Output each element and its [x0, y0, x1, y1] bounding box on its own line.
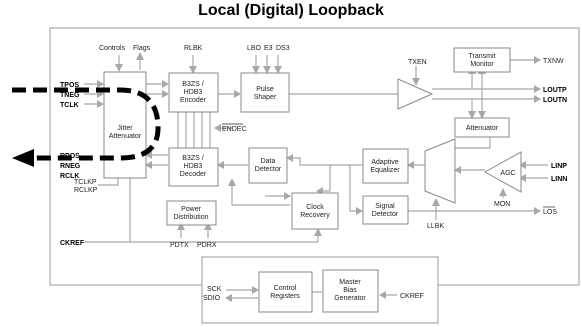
rclkp-label: RCLKP	[74, 187, 98, 194]
control-registers-block	[258, 271, 313, 313]
line-driver-amplifier	[397, 78, 434, 110]
attenuator-block	[454, 117, 510, 138]
data-detector-block	[248, 147, 288, 184]
pdtx-label: PDTX	[170, 242, 189, 249]
agc-amplifier	[483, 151, 522, 193]
linn-label: LINN	[551, 176, 567, 183]
txnw-label: TXNW	[543, 58, 564, 65]
rclk-label: RCLK	[60, 173, 79, 180]
bias-generator-block	[322, 269, 379, 313]
agc-label: AGC	[500, 170, 515, 177]
loutn-label: LOUTN	[543, 97, 567, 104]
los-label: LOS	[543, 209, 557, 216]
flags-label: Flags	[133, 45, 151, 52]
ds3-label: DS3	[276, 45, 290, 52]
controls-label: Controls	[99, 45, 126, 52]
sck-label: SCK	[207, 286, 222, 293]
decoder-block	[168, 147, 219, 187]
txen-label: TXEN	[408, 59, 427, 66]
e3-label: E3	[264, 45, 273, 52]
diagram-title: Local (Digital) Loopback	[198, 2, 384, 19]
llbk-label: LLBK	[427, 223, 444, 230]
linp-label: LINP	[551, 163, 567, 170]
loopback-arrowhead	[12, 149, 34, 167]
ckref-label: CKREF	[60, 240, 85, 247]
loopback-path	[12, 87, 161, 167]
ckref-control-label: CKREF	[400, 293, 424, 300]
endec-label: ENDEC	[222, 126, 247, 133]
signal-detector-block	[362, 195, 409, 225]
rneg-label: RNEG	[60, 163, 81, 170]
encoder-block	[168, 72, 219, 113]
loopback-mux	[424, 138, 456, 204]
tclkp-label: TCLKP	[74, 179, 97, 186]
pulse-shaper-block	[240, 72, 290, 113]
transmit-monitor-block	[453, 47, 511, 73]
tpos-label: TPOS	[60, 82, 79, 89]
equalizer-block	[362, 148, 409, 184]
sdio-label: SDIO	[203, 295, 221, 302]
loutp-label: LOUTP	[543, 87, 567, 94]
mon-label: MON	[494, 201, 510, 208]
tneg-label: TNEG	[60, 92, 80, 99]
attenuator-label: Attenuator	[466, 125, 499, 132]
lbo-label: LBO	[247, 45, 262, 52]
clock-recovery-block	[291, 192, 339, 230]
rlbk-label: RLBK	[184, 45, 203, 52]
pdrx-label: PDRX	[197, 242, 217, 249]
power-distribution-block	[166, 200, 217, 226]
tclk-label: TCLK	[60, 102, 79, 109]
rpos-label: RPOS	[60, 153, 80, 160]
